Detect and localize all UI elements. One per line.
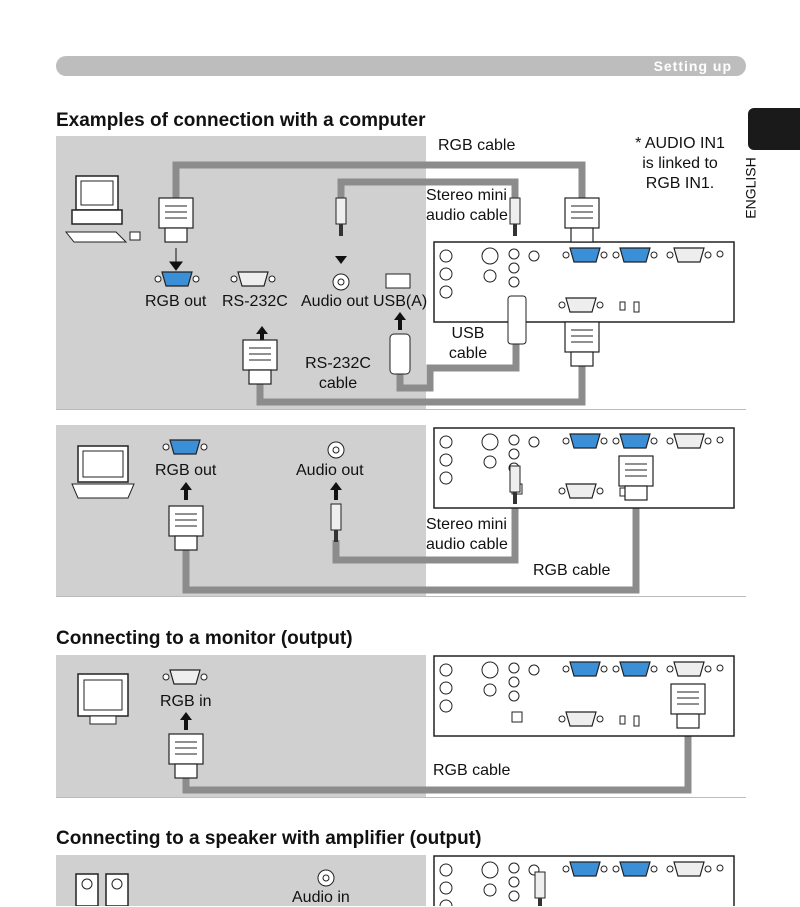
laptop-rgb-out-port-icon — [162, 439, 208, 455]
laptop-icon — [71, 445, 135, 499]
label-rs232c-cable-1: RS-232C — [305, 355, 371, 372]
label-rs232c: RS-232C — [222, 293, 288, 310]
section-title-speaker: Connecting to a speaker with amplifier (… — [56, 828, 482, 849]
audio-plug-icon — [335, 197, 347, 237]
label-audio-note-3: RGB IN1. — [645, 175, 715, 192]
label-rgb-in: RGB in — [160, 693, 212, 710]
header-bar: Setting up — [56, 56, 746, 76]
projector-panel-2 — [434, 428, 734, 508]
section-title-computer: Examples of connection with a computer — [56, 110, 426, 131]
label-rgb-cable: RGB cable — [438, 137, 516, 154]
label-rs232c-cable-2: cable — [318, 375, 358, 392]
header-section-label: Setting up — [653, 58, 732, 74]
usb-plug-icon — [389, 333, 411, 375]
projector-panel-4 — [434, 856, 734, 906]
label-stereo-cable-2: audio cable — [426, 206, 508, 226]
projector-rs232c-plug-icon — [564, 321, 600, 367]
label-usb-a: USB(A) — [373, 293, 428, 310]
desktop-computer-icon — [64, 175, 141, 243]
panel-monitor-divider — [56, 797, 746, 798]
label-rgb-out: RGB out — [145, 293, 207, 310]
label-usb-cable-2: cable — [448, 345, 488, 362]
label-laptop-rgb-cable: RGB cable — [533, 562, 611, 579]
label-audio-note-2: is linked to — [642, 155, 718, 172]
label-monitor-rgb-cable: RGB cable — [433, 762, 511, 779]
speaker-icon — [75, 873, 129, 906]
rs232c-port-icon — [230, 271, 276, 287]
label-laptop-stereo-1: Stereo mini — [426, 515, 507, 535]
projector-usb-plug-icon — [507, 295, 527, 345]
rgb-plug-icon — [158, 197, 194, 243]
label-laptop-audio-out: Audio out — [296, 462, 364, 479]
monitor-rgb-plug-icon — [168, 733, 204, 779]
panel-desktop-divider — [56, 409, 746, 410]
laptop-rgb-plug-icon — [168, 505, 204, 551]
label-laptop-rgb-out: RGB out — [155, 462, 217, 479]
label-audio-note-1: * AUDIO IN1 — [635, 135, 725, 152]
label-audio-in: Audio in — [292, 889, 350, 906]
section-title-monitor: Connecting to a monitor (output) — [56, 628, 353, 649]
language-tab — [748, 108, 800, 150]
usb-port-icon — [385, 273, 411, 289]
projector-panel-1 — [434, 242, 734, 322]
label-usb-cable-1: USB — [451, 325, 485, 342]
rgb-out-port-icon — [154, 271, 200, 287]
panel-laptop-divider — [56, 596, 746, 597]
projector-audio-plug-icon — [509, 197, 521, 237]
monitor-rgb-in-port-icon — [162, 669, 208, 685]
rs232c-plug-icon — [242, 339, 278, 385]
projector-rgb-plug-icon — [564, 197, 600, 243]
label-stereo-cable-1: Stereo mini — [426, 186, 507, 206]
laptop-audio-plug-icon — [330, 503, 342, 543]
label-laptop-stereo-2: audio cable — [426, 535, 508, 555]
label-audio-out: Audio out — [301, 293, 369, 310]
monitor-icon — [77, 673, 129, 725]
